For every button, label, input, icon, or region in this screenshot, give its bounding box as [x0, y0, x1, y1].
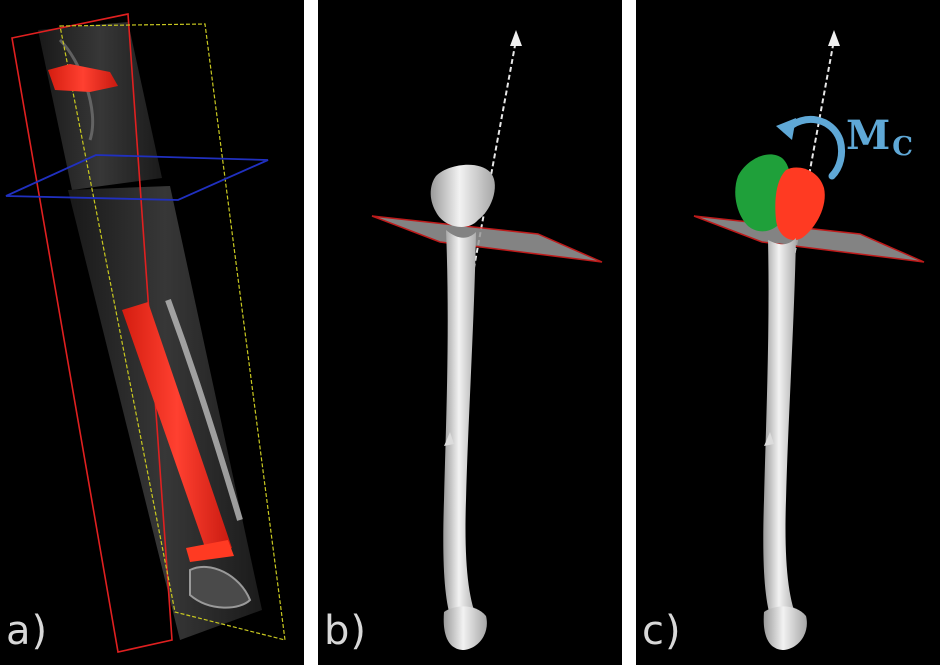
- panel-label-c: c): [642, 611, 682, 651]
- ct-volume-illustration: [0, 0, 304, 665]
- panel-a-ct-view: a): [0, 0, 304, 665]
- bone-shaft: [443, 230, 478, 622]
- bone-model-illustration: [318, 0, 622, 665]
- panel-label-a: a): [6, 611, 48, 651]
- panel-b-bone-model: b): [318, 0, 622, 665]
- cutting-plane: [372, 216, 602, 262]
- bone-shaft: [763, 238, 798, 622]
- moment-symbol: M: [846, 112, 890, 159]
- bone-distal-end: [764, 606, 807, 650]
- ct-slab-upper: [38, 22, 162, 190]
- panel-c-fragment-model: MC c): [636, 0, 940, 665]
- axis-arrowhead: [828, 30, 840, 46]
- bone-distal-end: [444, 606, 487, 650]
- axis-arrowhead: [510, 30, 522, 46]
- panel-label-b: b): [324, 611, 367, 651]
- moment-arrowhead-icon: [776, 118, 796, 140]
- bone-head: [431, 165, 495, 227]
- moment-label: MC: [846, 116, 913, 167]
- fragment-model-illustration: [636, 0, 940, 665]
- moment-subscript: C: [892, 132, 913, 162]
